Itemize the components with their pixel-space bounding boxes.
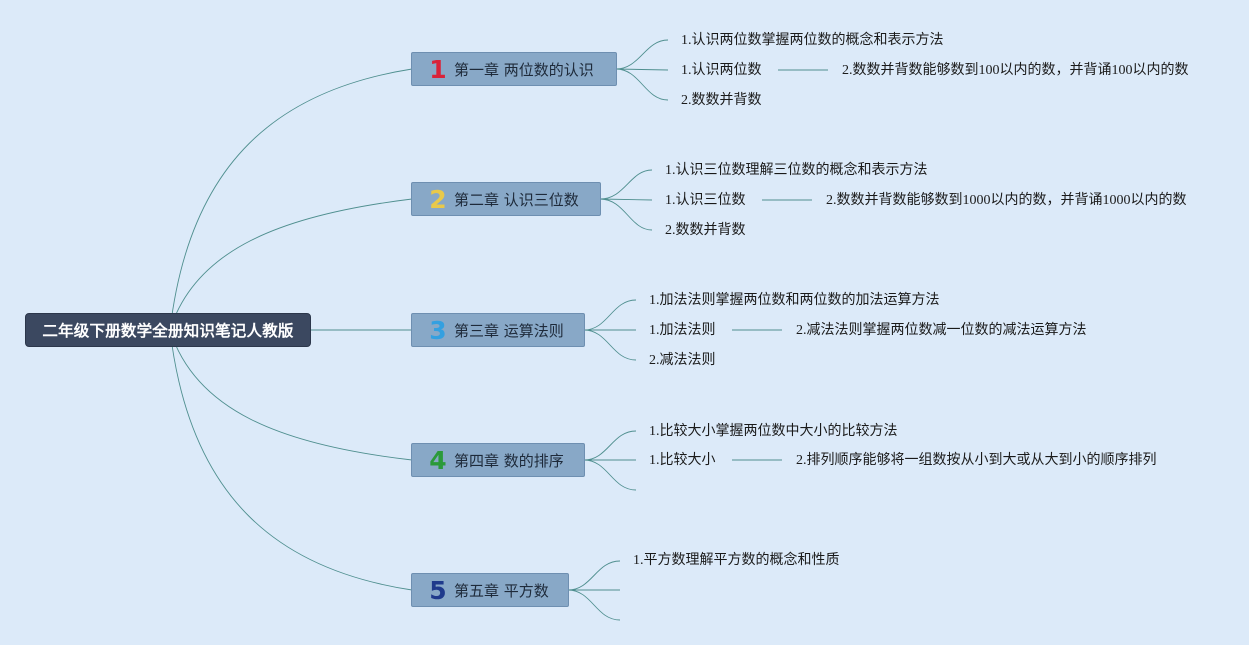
chapter-2-node[interactable]: 2 第二章 认识三位数 [411, 182, 601, 216]
chapter-5-label: 第五章 平方数 [454, 581, 549, 600]
chapter-2-label: 第二章 认识三位数 [454, 190, 579, 209]
chapter-1-item-3[interactable]: 2.数数并背数 [681, 93, 762, 108]
chapter-2-item-1[interactable]: 1.认识三位数理解三位数的概念和表示方法 [665, 163, 928, 178]
chapter-1-subitem[interactable]: 2.数数并背数能够数到100以内的数，并背诵100以内的数 [842, 63, 1189, 78]
chapter-3-label: 第三章 运算法则 [454, 321, 564, 340]
chapter-1-item-2[interactable]: 1.认识两位数 [681, 63, 762, 78]
chapter-2-item-3[interactable]: 2.数数并背数 [665, 223, 746, 238]
chapter-1-item-1[interactable]: 1.认识两位数掌握两位数的概念和表示方法 [681, 33, 944, 48]
chapter-4-item-1[interactable]: 1.比较大小掌握两位数中大小的比较方法 [649, 424, 898, 439]
number-three-icon: 3 [429, 315, 447, 345]
chapter-4-label: 第四章 数的排序 [454, 451, 564, 470]
chapter-4-item-2[interactable]: 1.比较大小 [649, 453, 716, 468]
number-two-icon: 2 [429, 184, 447, 214]
chapter-2-item-2[interactable]: 1.认识三位数 [665, 193, 746, 208]
chapter-1-label: 第一章 两位数的认识 [454, 60, 594, 79]
chapter-1-node[interactable]: 1 第一章 两位数的认识 [411, 52, 617, 86]
root-topic-label: 二年级下册数学全册知识笔记人教版 [42, 322, 294, 340]
chapter-5-node[interactable]: 5 第五章 平方数 [411, 573, 569, 607]
chapter-3-item-2[interactable]: 1.加法法则 [649, 323, 716, 338]
chapter-4-node[interactable]: 4 第四章 数的排序 [411, 443, 585, 477]
chapter-5-item-1[interactable]: 1.平方数理解平方数的概念和性质 [633, 553, 840, 568]
chapter-3-subitem[interactable]: 2.减法法则掌握两位数减一位数的减法运算方法 [796, 323, 1087, 338]
chapter-4-subitem[interactable]: 2.排列顺序能够将一组数按从小到大或从大到小的顺序排列 [796, 453, 1157, 468]
number-one-icon: 1 [429, 54, 447, 84]
chapter-3-node[interactable]: 3 第三章 运算法则 [411, 313, 585, 347]
number-five-icon: 5 [429, 575, 447, 605]
chapter-3-item-1[interactable]: 1.加法法则掌握两位数和两位数的加法运算方法 [649, 293, 940, 308]
chapter-2-subitem[interactable]: 2.数数并背数能够数到1000以内的数，并背诵1000以内的数 [826, 193, 1187, 208]
root-topic[interactable]: 二年级下册数学全册知识笔记人教版 [25, 313, 311, 347]
number-four-icon: 4 [429, 445, 447, 475]
chapter-3-item-3[interactable]: 2.减法法则 [649, 353, 716, 368]
